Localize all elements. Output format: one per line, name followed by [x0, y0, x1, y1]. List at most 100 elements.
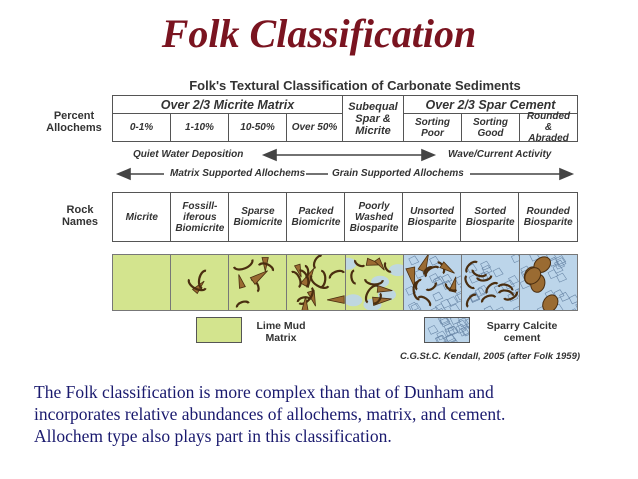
subequal-line-2: Spar & [355, 112, 391, 125]
header-micrite-matrix: Over 2/3 Micrite Matrix [112, 95, 343, 114]
spar-crystal [556, 272, 567, 283]
spar-rounded-cell: Rounded & Abraded [519, 111, 578, 144]
shell-grain [444, 283, 457, 292]
spar-crystal [443, 322, 455, 333]
grain-supported-label: Grain Supported Allochems [332, 168, 464, 179]
spar-sorting-good-cell: Sorting Good [461, 113, 520, 142]
shell-grain [349, 269, 356, 285]
shell-grain [464, 275, 475, 290]
spar-crystal [410, 302, 422, 310]
rock-name-line: Biosparite [523, 217, 573, 228]
shell-grain [502, 291, 518, 301]
spar-patch [388, 264, 403, 277]
spar-crystal [492, 267, 504, 278]
wave-current-label: Wave/Current Activity [448, 149, 552, 160]
energy-arrow-right-head [421, 148, 437, 162]
shell-grain [475, 275, 492, 282]
spar-crystal [454, 292, 461, 303]
spar-crystal [455, 323, 467, 334]
shell-grain [372, 292, 382, 305]
spar-crystal [512, 305, 519, 310]
texture-svg [287, 255, 345, 310]
shell-grain [329, 269, 345, 279]
texture-rounded-biosparite [518, 254, 578, 311]
shell-grain [364, 284, 378, 304]
gastropod-grain [376, 285, 393, 293]
texture-row [112, 254, 578, 311]
texture-svg [229, 255, 287, 310]
rock-name-line: Biomicrite [175, 222, 225, 234]
spar-crystal [441, 273, 452, 284]
rock-name-line: Biosparite [465, 217, 515, 228]
spar-crystal [437, 308, 443, 310]
rock-name-line: Sparse [241, 206, 275, 217]
shell-grain [412, 280, 420, 301]
spar-crystal [448, 303, 460, 310]
spar-crystal [510, 255, 519, 264]
rock-name-cell: Micrite [112, 192, 172, 242]
spar-legend-line-1: Sparry Calcite [486, 320, 558, 332]
spar-crystal [434, 303, 446, 310]
spar-crystal [448, 337, 458, 342]
lime-mud-fill [113, 255, 171, 310]
percent-allochems-label: Percent Allochems [38, 110, 110, 134]
spar-crystal [552, 263, 564, 274]
rock-label-line-2: Names [61, 216, 99, 228]
spar-crystal [437, 318, 449, 325]
spar-crystal [404, 285, 416, 296]
gastropod-grain [327, 295, 345, 304]
spar-crystal [559, 291, 570, 302]
spar-patch [345, 294, 362, 307]
spar-crystal [407, 301, 419, 310]
texture-svg [403, 255, 461, 310]
spar-cell-line: Rounded & [526, 111, 571, 133]
spar-crystal [464, 318, 469, 328]
spar-crystal [458, 318, 469, 328]
spar-crystal [519, 279, 531, 290]
spar-cell-line: Poor [421, 127, 444, 139]
shell-grain [310, 274, 330, 289]
rock-name-line: Fossill- [182, 200, 218, 212]
shell-grain [497, 289, 514, 296]
spar-crystal [436, 334, 448, 342]
rock-name-line: Sorted [474, 206, 506, 217]
slide-title: Folk Classification [161, 11, 477, 56]
lime-mud-legend-label: Lime Mud Matrix [246, 320, 316, 344]
gastropod-grain [238, 274, 247, 289]
spar-cell-line: Good [477, 127, 504, 139]
lime-mud-line-2: Matrix [265, 332, 297, 344]
spar-crystal [445, 333, 457, 342]
spar-crystal [468, 292, 480, 302]
spar-crystal [507, 275, 519, 285]
matrix-supported-label: Matrix Supported Allochems [170, 168, 306, 179]
spar-crystal [439, 318, 451, 326]
spar-pattern [425, 318, 469, 342]
percent-label-line-2: Allochems [46, 122, 102, 134]
rounded-grain [542, 294, 559, 310]
spar-crystal [434, 334, 446, 342]
shell-grain [258, 262, 275, 272]
spar-crystal [495, 306, 505, 310]
figure-title: Folk's Textural Classification of Carbon… [189, 78, 521, 93]
rock-name-line: Biosparite [407, 217, 457, 228]
subequal-line-3: Micrite [355, 124, 391, 137]
shell-grain [313, 255, 323, 270]
shell-grain [414, 278, 422, 291]
spar-crystal [429, 306, 439, 310]
texture-sorted-biosparite [460, 254, 520, 311]
spar-legend-line-2: cement [503, 332, 541, 344]
texture-sparse-biomicrite [228, 254, 288, 311]
rock-name-line: Washed [354, 211, 394, 223]
rock-label-line-1: Rock [66, 204, 94, 216]
spar-crystal [477, 284, 489, 295]
texture-unsorted-biosparite [402, 254, 462, 311]
caption-line: The Folk classification is more complex … [34, 382, 494, 402]
